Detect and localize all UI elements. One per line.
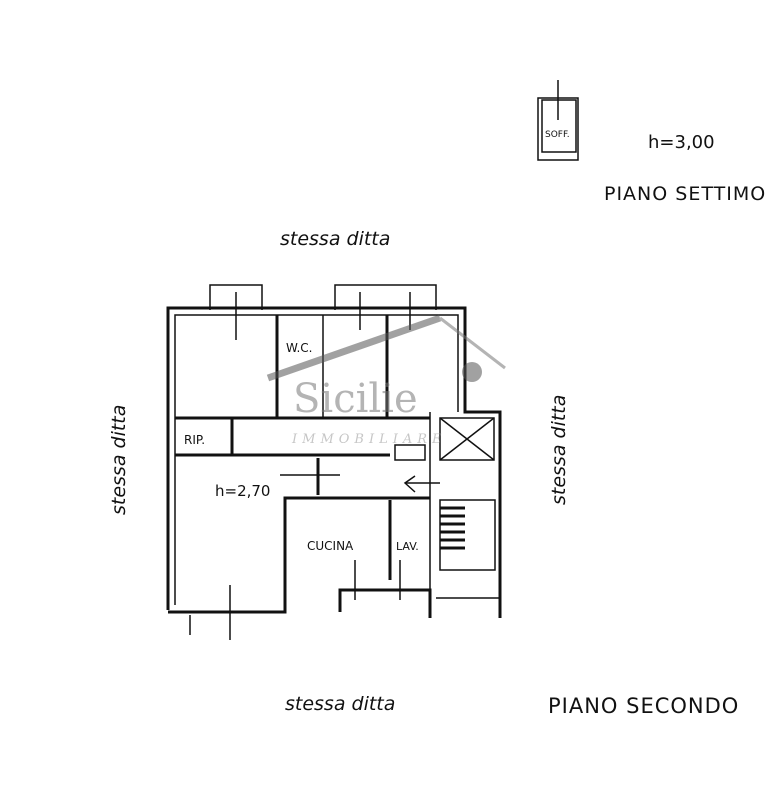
lower-floor-title: PIANO SECONDO — [548, 694, 739, 718]
watermark-brand: Sicilie — [293, 376, 418, 422]
upper-height-label: h=3,00 — [648, 132, 715, 153]
apartment-walls — [166, 284, 502, 640]
watermark-sub: IMMOBILIARE — [291, 432, 447, 447]
room-label-wc: W.C. — [286, 341, 313, 355]
closet-label: SOFF. — [545, 130, 570, 140]
neighbor-right-label: stessa ditta — [548, 395, 570, 505]
upper-floor-title: PIANO SETTIMO — [604, 183, 766, 205]
room-label-lav: LAV. — [396, 540, 419, 553]
neighbor-left-label: stessa ditta — [108, 405, 130, 515]
closet-plan: SOFF. — [537, 80, 579, 161]
neighbor-bottom-label: stessa ditta — [285, 693, 395, 715]
room-label-cucina: CUCINA — [307, 539, 354, 553]
watermark-logo: Sicilie IMMOBILIARE — [266, 314, 506, 447]
room-label-rip: RIP. — [184, 433, 205, 447]
lower-height-label: h=2,70 — [215, 482, 270, 500]
neighbor-top-label: stessa ditta — [280, 228, 390, 250]
